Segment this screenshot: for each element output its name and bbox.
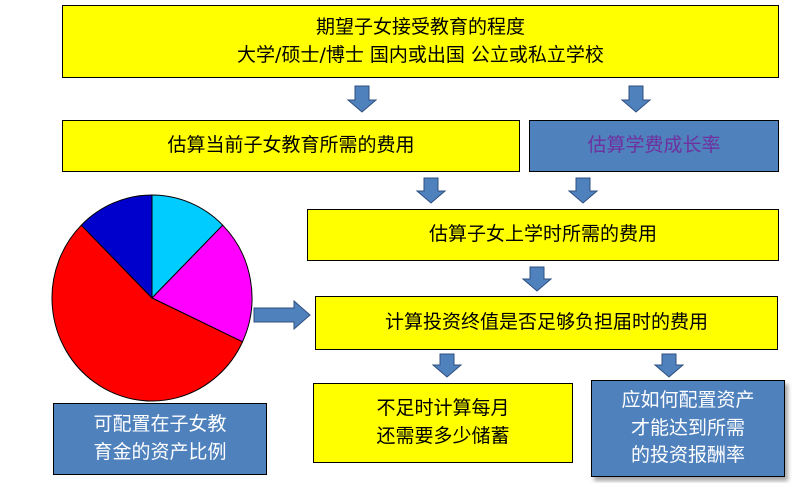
- growth-rate-box: 估算学费成长率: [529, 120, 779, 172]
- growth-rate-label: 估算学费成长率: [587, 134, 721, 157]
- current-cost-label: 估算当前子女教育所需的费用: [167, 134, 415, 157]
- future-cost-label: 估算子女上学时所需的费用: [428, 223, 657, 246]
- pie-slice-4: [80, 194, 153, 300]
- monthly-saving-box: 不足时计算每月 还需要多少储蓄: [313, 383, 573, 463]
- education-goal-line1: 期望子女接受教育的程度: [315, 15, 525, 38]
- required-return-line1: 应如何配置资产: [621, 389, 755, 412]
- pie-slice-1: [151, 194, 224, 300]
- required-return-line2: 才能达到所需: [630, 416, 745, 439]
- asset-ratio-box: 可配置在子女教 育金的资产比例: [53, 403, 267, 475]
- monthly-saving-line1: 不足时计算每月: [376, 397, 510, 420]
- arrow-pie-to-investment: [253, 299, 311, 331]
- investment-check-label: 计算投资终值是否足够负担届时的费用: [384, 311, 708, 334]
- arrow-goal-to-current-cost: [346, 85, 378, 113]
- asset-allocation-pie: [51, 194, 253, 402]
- required-return-box: 应如何配置资产 才能达到所需 的投资报酬率: [591, 380, 785, 477]
- arrow-investment-to-required-return: [653, 353, 685, 378]
- education-goal-box: 期望子女接受教育的程度 大学/硕士/博士 国内或出国 公立或私立学校: [62, 5, 779, 78]
- pie-slice-2: [151, 224, 253, 343]
- arrow-goal-to-growth-rate: [620, 85, 652, 113]
- education-goal-line2: 大学/硕士/博士 国内或出国 公立或私立学校: [237, 43, 604, 66]
- monthly-saving-line2: 还需要多少储蓄: [376, 425, 510, 447]
- asset-ratio-line2: 育金的资产比例: [93, 441, 227, 463]
- arrow-investment-to-monthly-saving: [431, 353, 463, 378]
- required-return-line3: 的投资报酬率: [630, 444, 745, 467]
- pie-slice-3: [51, 224, 244, 402]
- current-cost-box: 估算当前子女教育所需的费用: [62, 120, 520, 172]
- future-cost-box: 估算子女上学时所需的费用: [307, 209, 779, 261]
- arrow-current-cost-to-future-cost: [415, 177, 447, 204]
- asset-ratio-line1: 可配置在子女教: [93, 413, 227, 436]
- investment-check-box: 计算投资终值是否足够负担届时的费用: [315, 296, 778, 350]
- arrow-future-cost-to-investment: [521, 266, 553, 292]
- arrow-growth-rate-to-future-cost: [567, 177, 599, 204]
- arrows: [253, 85, 685, 378]
